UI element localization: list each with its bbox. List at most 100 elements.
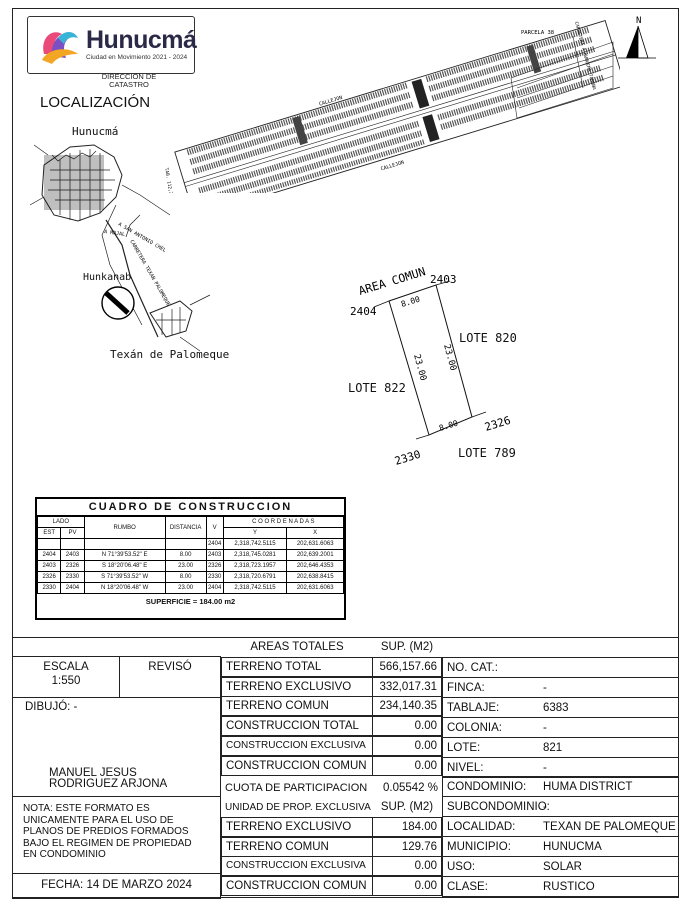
info-block: ESCALA 1:550 REVISÓ DIBUJÓ: - MANUEL JES… xyxy=(12,637,679,899)
map-label-hunkanab: Hunkanab xyxy=(83,272,132,283)
area-label: CONSTRUCCION COMUN xyxy=(221,876,373,897)
reviso-cell: REVISÓ xyxy=(119,656,221,698)
bottom-length: 8.00 xyxy=(438,419,459,433)
datos-label: NO. CAT.: xyxy=(447,662,498,674)
vertex-2403: 2403 xyxy=(430,273,457,286)
datos-row: TABLAJE: 6383 xyxy=(442,696,679,718)
area-value: 0.00 xyxy=(372,716,442,737)
area-label: CONSTRUCCION EXCLUSIVA xyxy=(221,735,373,756)
datos-row: LOTE: 821 xyxy=(442,736,679,758)
datos-row: CLASE: RUSTICO xyxy=(442,875,679,897)
datos-value: HUNUCMA xyxy=(543,841,602,854)
vertex-2326: 2326 xyxy=(483,414,512,434)
area-label: TERRENO COMUN xyxy=(221,696,373,717)
area-value: 566,157.66 xyxy=(372,657,442,677)
table-row: 2404 2,318,742.5115 202,631.6063 xyxy=(36,538,344,550)
datos-label: SUBCONDOMINIO: xyxy=(447,801,550,814)
datos-row: NIVEL: - xyxy=(442,756,679,778)
area-value: 234,140.35 xyxy=(372,696,442,717)
svg-text:N: N xyxy=(636,16,641,26)
localizacion-title: LOCALIZACIÓN xyxy=(40,94,151,111)
lot-polygon-drawing: AREA COMUN 2404 2403 8.00 23.00 23.00 8.… xyxy=(350,264,512,468)
datos-value: - xyxy=(543,721,547,734)
datos-value: 6383 xyxy=(543,701,569,714)
logo: Hunucmá Ciudad en Movimiento 2021 - 2024 xyxy=(27,16,197,74)
datos-label: COLONIA: xyxy=(447,721,502,734)
page-frame xyxy=(12,8,679,898)
escala-cell: ESCALA 1:550 xyxy=(12,656,120,698)
svg-text:TAB. 112,270: TAB. 112,270 xyxy=(165,167,175,193)
lote-820-label: LOTE 820 xyxy=(459,331,517,345)
top-length: 8.00 xyxy=(400,295,421,309)
fecha-cell: FECHA: 14 DE MARZO 2024 xyxy=(12,873,221,899)
map-label-texan: Texán de Palomeque xyxy=(110,348,230,361)
logo-text: Hunucmá xyxy=(86,26,197,54)
datos-label: MUNICIPIO: xyxy=(447,841,511,854)
datos-value: HUMA DISTRICT xyxy=(543,781,633,794)
datos-row: NO. CAT.: xyxy=(442,657,679,678)
datos-label: USO: xyxy=(447,861,476,873)
left-length: 23.00 xyxy=(411,353,428,382)
construction-table-title: CUADRO DE CONSTRUCCION xyxy=(37,499,344,517)
datos-value: SOLAR xyxy=(543,861,582,873)
datos-label: CONDOMINIO: xyxy=(447,781,527,794)
area-value: 0.00 xyxy=(372,735,442,756)
area-label: TERRENO COMUN xyxy=(221,836,373,857)
datos-row: LOCALIDAD: TEXAN DE PALOMEQUE xyxy=(442,816,679,838)
svg-text:CALLEJON: CALLEJON xyxy=(380,160,405,173)
area-label: TERRENO EXCLUSIVO xyxy=(221,817,373,837)
datos-row: MUNICIPIO: HUNUCMA xyxy=(442,836,679,858)
area-value: 0.00 xyxy=(372,755,442,776)
superficie-label: SUPERFICIE = 184.00 m2 xyxy=(37,593,344,609)
construction-table: CUADRO DE CONSTRUCCION LADO RUMBO DISTAN… xyxy=(35,497,346,620)
datos-value: - xyxy=(543,801,547,814)
datos-row: CONDOMINIO: HUMA DISTRICT xyxy=(442,776,679,798)
datos-value: TEXAN DE PALOMEQUE xyxy=(543,821,676,834)
vertex-2330: 2330 xyxy=(393,448,422,468)
datos-value: - xyxy=(543,761,547,774)
logo-emblem-icon xyxy=(42,32,78,64)
area-label: CONSTRUCCION TOTAL xyxy=(221,716,373,737)
datos-label: NIVEL: xyxy=(447,761,484,774)
area-value: 332,017.31 xyxy=(372,676,442,697)
datos-label: FINCA: xyxy=(447,681,485,694)
location-map: A SAN ANTONIO CHEL CARRETERA TEXAN PALOM… xyxy=(30,144,211,352)
area-comun-label: AREA COMUN xyxy=(357,264,427,298)
datos-row: USO: SOLAR xyxy=(442,856,679,877)
area-value: 0.00 xyxy=(372,856,442,877)
area-label: TERRENO EXCLUSIVO xyxy=(221,676,373,697)
datos-value: - xyxy=(543,681,547,694)
map-label-hunucma: Hunucmá xyxy=(72,125,119,138)
datos-label: CLASE: xyxy=(447,880,488,893)
subdivision-plan: CALLEJON CALLEJON PARCELA 38 CARRETERA A… xyxy=(165,19,620,193)
right-length: 23.00 xyxy=(441,343,458,372)
area-value: 184.00 xyxy=(372,817,442,837)
svg-text:PARCELA 38: PARCELA 38 xyxy=(521,30,554,36)
datos-label: TABLAJE: xyxy=(447,701,500,714)
department-label: DIRECCION DE CATASTRO xyxy=(101,72,157,89)
area-label: CONSTRUCCION COMUN xyxy=(221,755,373,776)
datos-row: SUBCONDOMINIO:- xyxy=(442,796,679,818)
datos-label: LOTE: xyxy=(447,741,481,754)
svg-text:A MAJAL: A MAJAL xyxy=(104,229,126,238)
datos-row: COLONIA: - xyxy=(442,716,679,738)
datos-value: 821 xyxy=(543,741,563,754)
lote-789-label: LOTE 789 xyxy=(458,446,516,460)
datos-label: LOCALIDAD: xyxy=(447,821,516,834)
lote-822-label: LOTE 822 xyxy=(348,381,406,395)
area-label: TERRENO TOTAL xyxy=(221,657,373,677)
area-value: 129.76 xyxy=(372,836,442,857)
vertex-2404: 2404 xyxy=(350,305,377,318)
area-value: 0.00 xyxy=(372,876,442,897)
logo-subtitle: Ciudad en Movimiento 2021 - 2024 xyxy=(86,54,188,61)
datos-row: FINCA: - xyxy=(442,676,679,698)
area-label: CONSTRUCCION EXCLUSIVA xyxy=(221,856,373,877)
datos-value: RUSTICO xyxy=(543,880,595,893)
